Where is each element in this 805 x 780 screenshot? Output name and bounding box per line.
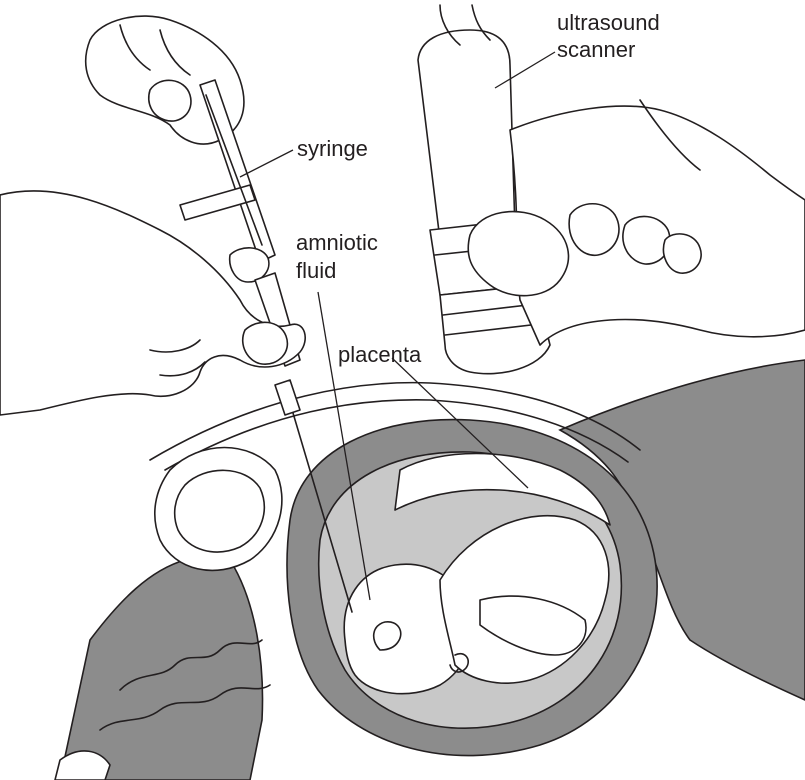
label-placenta: placenta (338, 342, 422, 367)
label-ultrasound: ultrasound (557, 10, 660, 35)
label-amniotic: amniotic (296, 230, 378, 255)
leader-syringe (240, 150, 293, 177)
label-fluid: fluid (296, 258, 336, 283)
pelvic-tissue (60, 560, 263, 780)
label-syringe: syringe (297, 136, 368, 161)
label-scanner: scanner (557, 37, 635, 62)
